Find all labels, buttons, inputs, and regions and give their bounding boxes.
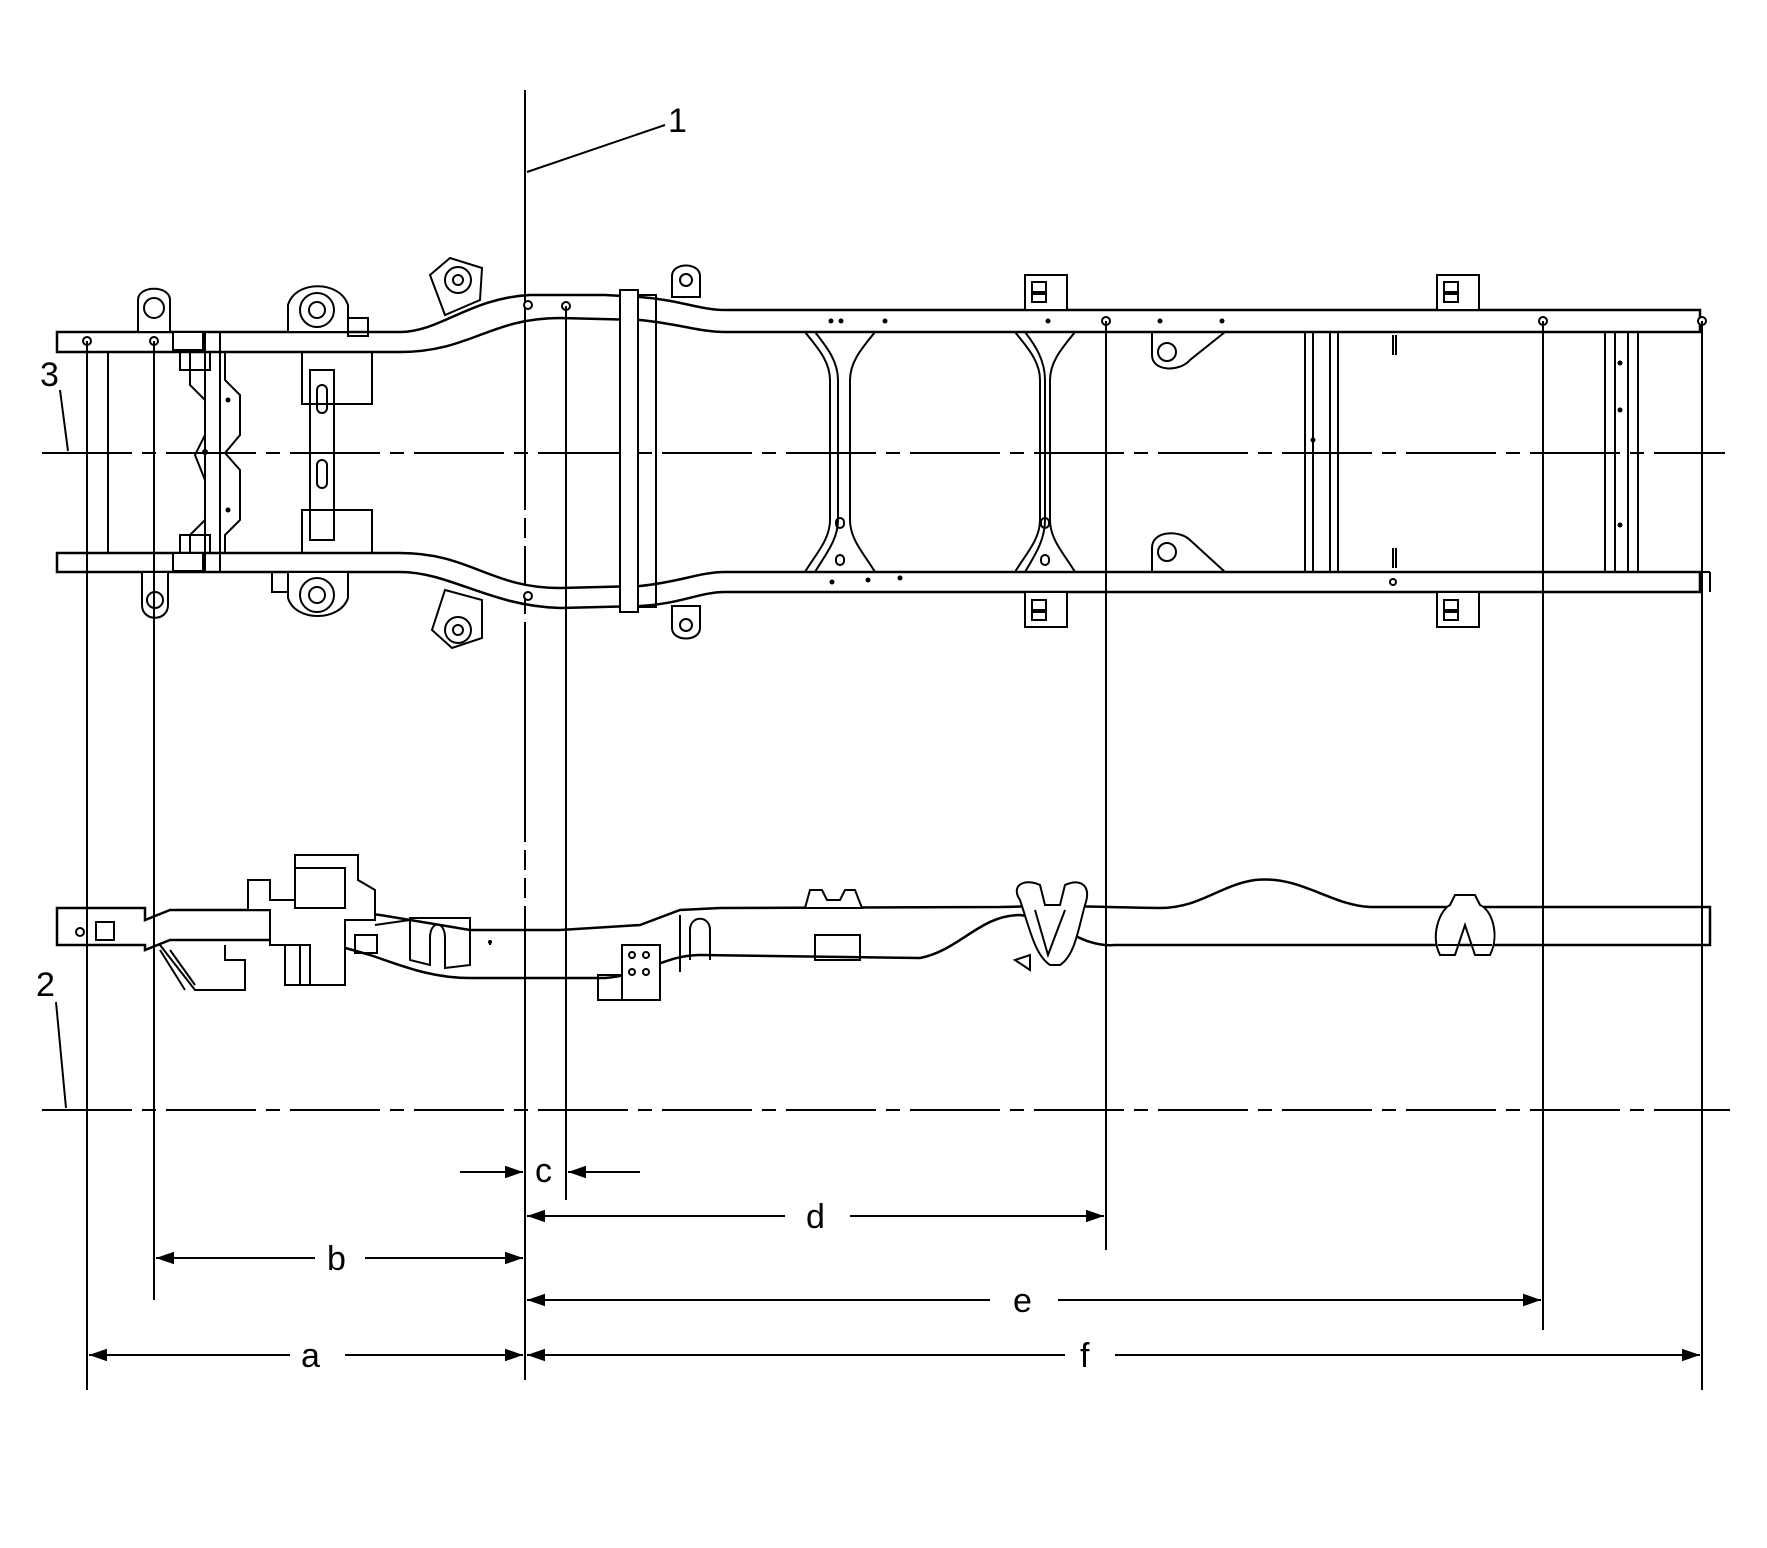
dimension-f: f [527, 1337, 1700, 1375]
front-suspension-bracket-upper [287, 285, 373, 541]
plan-measurement-points [82, 300, 1707, 601]
dimension-b-label: b [327, 1240, 346, 1278]
rear-crossmember-1 [1304, 332, 1397, 572]
dimension-d: d [527, 1198, 1104, 1236]
body-mount-front-upper [428, 256, 484, 317]
center-crossmember-1 [804, 331, 876, 573]
side-engine-mount [374, 917, 471, 970]
rear-spring-hanger-upper [1151, 331, 1226, 370]
callout-1-label: 1 [668, 102, 687, 140]
side-rear-spring-hanger [1434, 894, 1496, 956]
callout-2-label: 2 [36, 966, 55, 1004]
dimension-e: e [527, 1282, 1541, 1320]
dimension-d-label: d [806, 1198, 825, 1236]
callout-1: 1 [526, 102, 687, 173]
upper-frame-rail [55, 293, 1702, 354]
side-transmission-mount [597, 944, 661, 1001]
lower-frame-rail [55, 551, 1702, 610]
dimension-a: a [89, 1337, 523, 1375]
callout-3-label: 3 [40, 356, 59, 394]
body-mount-bracket-2-lower [1436, 591, 1480, 628]
transmission-crossmember [619, 289, 657, 613]
rear-crossmember-2 [1604, 332, 1639, 572]
dimension-b: b [156, 1240, 523, 1278]
callout-2: 2 [36, 966, 67, 1109]
body-mount-bracket-1-lower [1024, 591, 1068, 628]
front-spring-hanger-upper [137, 287, 171, 333]
body-mount-bracket-1-upper [1024, 274, 1068, 311]
body-mount-front-lower [430, 588, 483, 650]
side-cab-mount-1 [679, 889, 864, 972]
front-suspension-bracket-lower [271, 509, 373, 617]
side-front-bracket [159, 854, 378, 991]
dimension-c-label: c [535, 1152, 552, 1190]
body-mount-mid-upper [671, 264, 701, 298]
callout-3: 3 [40, 356, 69, 452]
body-mount-bracket-2-upper [1436, 274, 1480, 311]
frame-side-view [55, 854, 1712, 1001]
extension-lines [86, 306, 1703, 1390]
dimension-a-label: a [301, 1337, 320, 1375]
dimension-c: c [460, 1152, 640, 1190]
body-mount-mid-lower [671, 605, 701, 640]
center-crossmember-2 [1014, 331, 1076, 573]
dimension-f-label: f [1080, 1337, 1090, 1375]
dimension-e-label: e [1013, 1282, 1032, 1320]
frame-plan-view [55, 256, 1711, 650]
rear-spring-hanger-lower [1151, 532, 1226, 573]
side-cab-mount-2 [1012, 881, 1088, 972]
